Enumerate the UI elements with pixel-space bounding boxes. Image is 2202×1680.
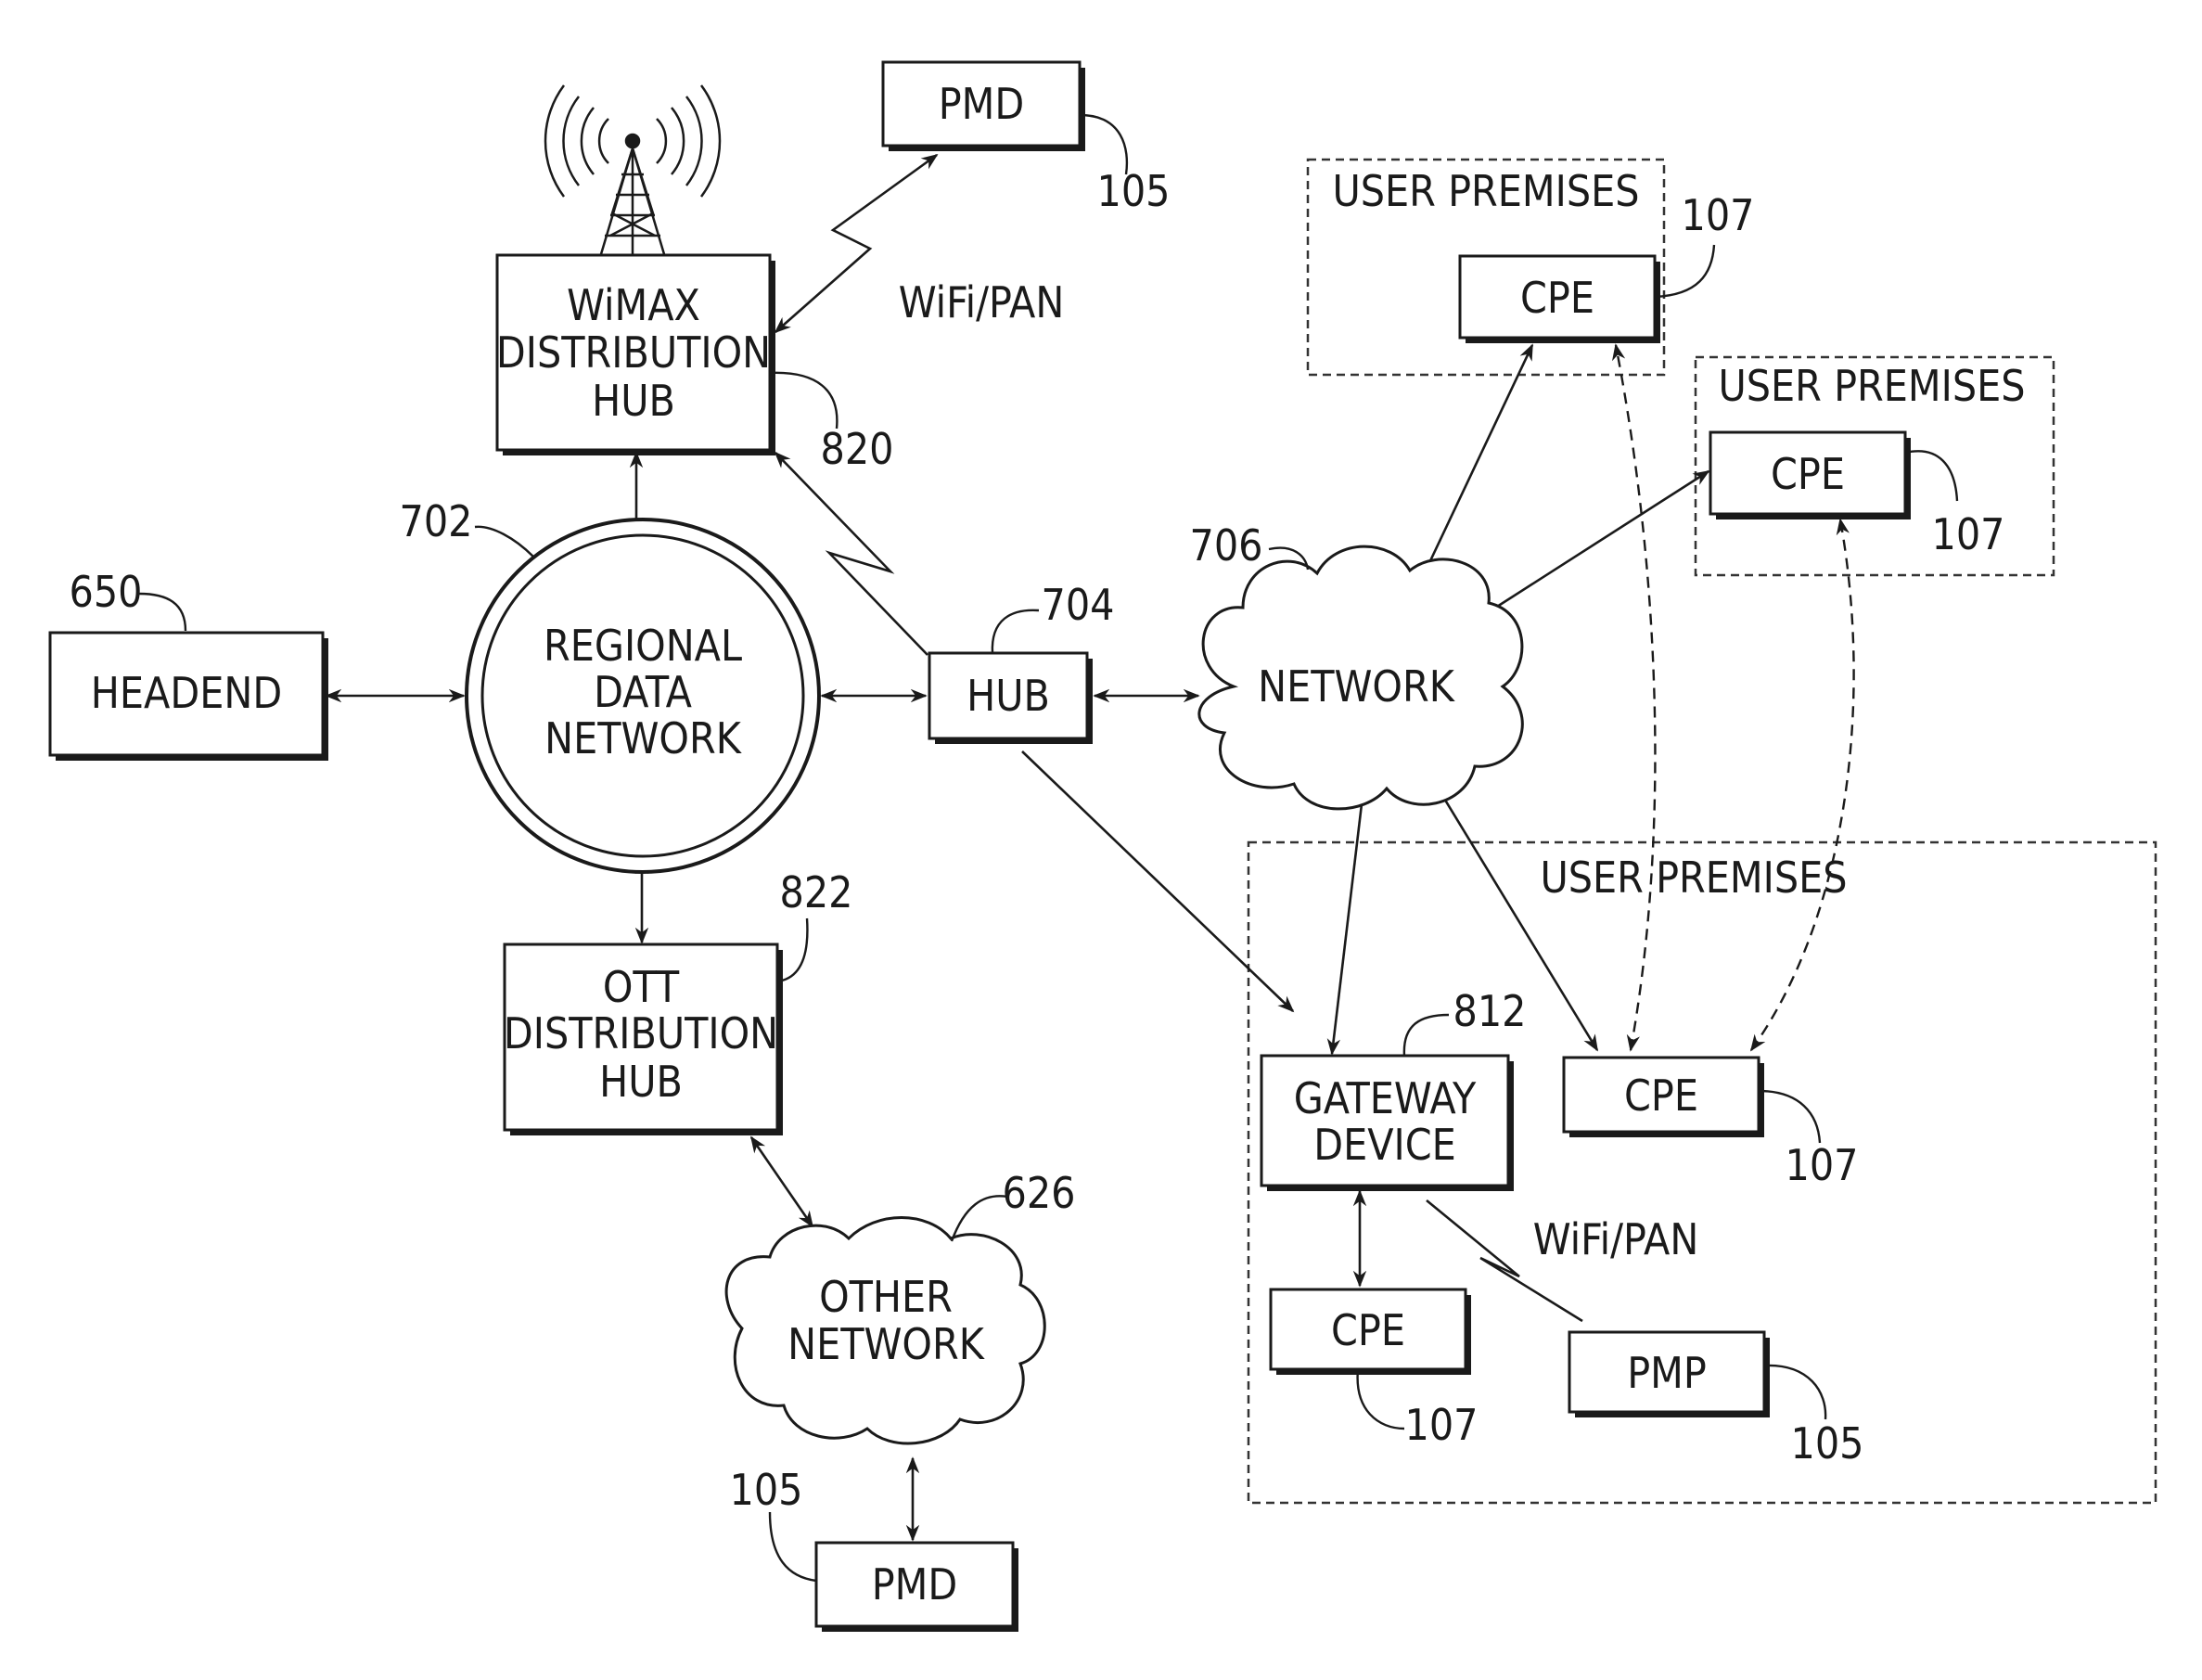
ref-gateway: 812 — [1453, 986, 1527, 1036]
ref-hub: 704 — [1042, 580, 1115, 630]
ref-regional-network: 702 — [400, 496, 473, 546]
link-ott-other-network — [751, 1137, 813, 1226]
ref-pmd-bottom: 105 — [730, 1465, 803, 1515]
ref-pmp: 105 — [1791, 1418, 1864, 1468]
pmd-top-label: PMD — [939, 79, 1025, 129]
cpe-2-node: CPE — [1710, 432, 1911, 519]
user-premises-label-3: USER PREMISES — [1540, 853, 1847, 903]
wimax-hub-label-line-1: WiMAX — [567, 280, 700, 330]
ott-distribution-hub-node: OTT DISTRIBUTION HUB — [504, 944, 783, 1135]
cpe-4-label: CPE — [1331, 1305, 1405, 1355]
ref-headend: 650 — [70, 567, 143, 617]
ref-other-network: 626 — [1003, 1168, 1076, 1218]
pmd-bottom-label: PMD — [872, 1559, 958, 1609]
cpe-4-node: CPE — [1271, 1289, 1471, 1375]
wimax-hub-label-line-3: HUB — [592, 376, 675, 426]
pmd-bottom-node: PMD — [816, 1543, 1018, 1632]
user-premises-label-1: USER PREMISES — [1332, 166, 1639, 216]
regional-network-label-line-1: REGIONAL — [544, 621, 742, 671]
gateway-label-line-2: DEVICE — [1313, 1120, 1456, 1170]
other-network-label-line-2: NETWORK — [787, 1319, 986, 1369]
ref-cpe-4: 107 — [1405, 1400, 1479, 1450]
ott-hub-label-line-2: DISTRIBUTION — [504, 1008, 778, 1058]
ott-hub-label-line-1: OTT — [603, 962, 680, 1012]
hub-node: HUB — [929, 653, 1093, 744]
gateway-label-line-1: GATEWAY — [1294, 1073, 1477, 1123]
regional-network-label-line-3: NETWORK — [544, 713, 743, 763]
gateway-device-node: GATEWAY DEVICE — [1261, 1056, 1514, 1191]
cpe-1-label: CPE — [1520, 273, 1594, 323]
regional-network-label-line-2: DATA — [594, 667, 692, 717]
headend-node: HEADEND — [50, 633, 328, 761]
link-network-gateway — [1332, 789, 1363, 1054]
other-network-label-line-1: OTHER — [819, 1272, 953, 1322]
regional-data-network-node: REGIONAL DATA NETWORK — [467, 519, 819, 872]
pmp-label: PMP — [1627, 1348, 1707, 1398]
user-premises-label-2: USER PREMISES — [1718, 361, 2025, 411]
link-network-cpe-2 — [1477, 471, 1709, 620]
wifi-pan-label-bottom: WiFi/PAN — [1533, 1214, 1699, 1264]
wimax-hub-label-line-2: DISTRIBUTION — [496, 327, 771, 378]
cpe-1-node: CPE — [1460, 256, 1660, 343]
ref-ott-hub: 822 — [780, 867, 853, 917]
pmd-top-node: PMD — [883, 62, 1085, 151]
headend-label: HEADEND — [91, 668, 282, 718]
ref-network: 706 — [1190, 520, 1263, 571]
network-label: NETWORK — [1258, 661, 1456, 712]
cpe-2-label: CPE — [1771, 449, 1845, 499]
link-hub-gateway — [1022, 751, 1293, 1011]
ref-cpe-2: 107 — [1932, 509, 2005, 559]
ref-cpe-1: 107 — [1682, 190, 1755, 240]
other-network-cloud-node: OTHER NETWORK — [726, 1218, 1044, 1444]
link-network-cpe-1 — [1419, 345, 1532, 584]
wimax-distribution-hub-node: WiMAX DISTRIBUTION HUB — [496, 255, 775, 455]
wifi-pan-label-top: WiFi/PAN — [899, 277, 1065, 327]
dashed-link-cpe-3-cpe-1 — [1616, 345, 1655, 1050]
cpe-3-label: CPE — [1624, 1071, 1698, 1121]
ref-pmd-top: 105 — [1097, 166, 1171, 216]
pmp-node: PMP — [1569, 1332, 1770, 1417]
ref-wimax-hub: 820 — [821, 424, 894, 474]
cpe-3-node: CPE — [1564, 1058, 1764, 1137]
dashed-link-cpe-3-cpe-2 — [1751, 519, 1854, 1050]
antenna-icon — [545, 85, 720, 254]
hub-label: HUB — [967, 671, 1050, 721]
ref-cpe-3: 107 — [1786, 1140, 1859, 1190]
network-cloud-node: NETWORK — [1199, 546, 1522, 809]
ott-hub-label-line-3: HUB — [599, 1057, 683, 1107]
